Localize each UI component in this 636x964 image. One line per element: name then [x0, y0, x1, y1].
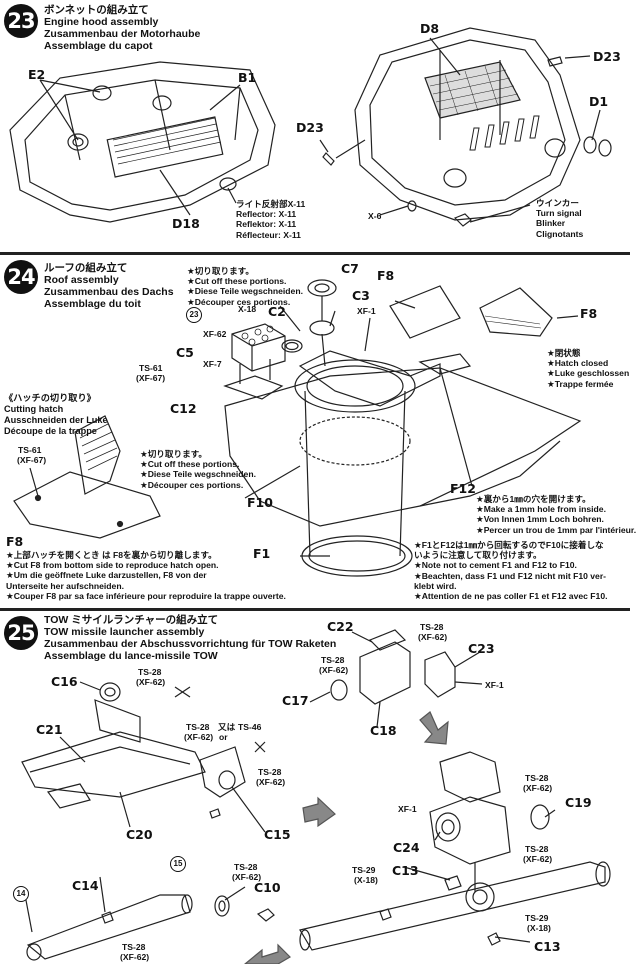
title-de: Zusammenbau der Motorhaube: [44, 28, 201, 40]
part-label-c17: C17: [282, 693, 309, 708]
part-label-xf1: XF-1: [357, 306, 376, 316]
hatch-cut-note: ★切り取ります。 ★Cut off these portions. ★Diese…: [140, 449, 256, 490]
part-label-c21: C21: [36, 722, 63, 737]
section-divider: [0, 252, 630, 255]
or-text-jp: 又は: [218, 722, 236, 732]
part-label-f8-right: F8: [580, 306, 598, 321]
part-label-ts28-i: TS-28: [122, 942, 146, 952]
part-label-x18: X-18: [238, 304, 257, 314]
part-label-b1: B1: [238, 70, 257, 85]
part-label-c16: C16: [51, 674, 78, 689]
part-label-xf62-d: (XF-62): [418, 632, 448, 642]
part-label-xf62-f: (XF-62): [523, 783, 553, 793]
title-en: Engine hood assembly: [44, 16, 159, 28]
part-label-c23: C23: [468, 641, 495, 656]
part-label-e2: E2: [28, 67, 46, 82]
part-label-xf62-g: (XF-62): [523, 854, 553, 864]
part-label-f1: F1: [253, 546, 271, 561]
part-label-f10: F10: [247, 495, 273, 510]
step-number-badge: 23: [4, 4, 38, 38]
section-divider: [0, 608, 630, 611]
part-label-d18: D18: [172, 216, 200, 231]
part-label-x18-b: (X-18): [527, 923, 551, 933]
part-label-d23-left: D23: [296, 120, 324, 135]
step-title: ボンネットの組み立て Engine hood assembly Zusammen…: [44, 4, 200, 52]
part-label-c14: C14: [72, 878, 99, 893]
part-label-ts28-c: TS-28: [258, 767, 282, 777]
part-label-ts28-h: TS-28: [234, 862, 258, 872]
cut-portions-note: ★切り取ります。 ★Cut off these portions. ★Diese…: [187, 266, 303, 307]
part-label-ts28-f: TS-28: [525, 773, 549, 783]
part-label-xf67-hatch: (XF-67): [17, 455, 47, 465]
part-label-xf62-e: (XF-62): [319, 665, 349, 675]
part-label-ts28-e: TS-28: [321, 655, 345, 665]
part-label-xf1-a: XF-1: [485, 680, 504, 690]
part-label-d8: D8: [420, 21, 440, 36]
part-label-ts29-a: TS-29: [352, 865, 376, 875]
hood-underside-drawing: [9, 27, 612, 227]
part-label-ts28-b: TS-28: [186, 722, 210, 732]
part-label-c13-top: C13: [392, 863, 419, 878]
step-title: TOW ミサイルランチャーの組み立て TOW missile launcher …: [44, 614, 337, 662]
part-label-c15: C15: [264, 827, 291, 842]
part-label-ts28-a: TS-28: [138, 667, 162, 677]
f8-cut-note: ★上部ハッチを開くとき は F8を裏から切り離します。 ★Cut F8 from…: [6, 550, 286, 601]
part-label-xf7: XF-7: [203, 359, 222, 369]
part-label-c10: C10: [254, 880, 281, 895]
part-label-c2: C2: [268, 304, 286, 319]
step-23: 23 ボンネットの組み立て Engine hood assembly Zusam…: [0, 0, 630, 250]
part-label-xf62: XF-62: [203, 329, 227, 339]
part-label-xf62-b: (XF-62): [184, 732, 214, 742]
step-number-badge: 25: [4, 616, 38, 650]
part-label-c22: C22: [327, 619, 354, 634]
part-label-ts28-g: TS-28: [525, 844, 549, 854]
reflector-note: ライト反射部X-11 Reflector: X-11 Reflektor: X-…: [236, 199, 306, 240]
step-number-badge: 24: [4, 260, 38, 294]
part-label-c18: C18: [370, 723, 397, 738]
hatch-cut-title: 《ハッチの切り取り》 Cutting hatch Ausschneiden de…: [4, 393, 108, 436]
hatch-closed-note: ★閉状態 ★Hatch closed ★Luke geschlossen ★Tr…: [547, 348, 630, 389]
step-title: ルーフの組み立て Roof assembly Zusammenbau des D…: [44, 262, 174, 310]
f1-f12-note: ★F1とF12は1㎜から回転するのでF10に接着しな いように注意して取り付けま…: [414, 540, 608, 602]
part-label-f8-top: F8: [377, 268, 395, 283]
part-label-x6: X-6: [368, 211, 382, 221]
part-label-ts61: TS-61: [139, 363, 163, 373]
part-label-x18-a: (X-18): [354, 875, 378, 885]
part-label-f12: F12: [450, 481, 476, 496]
title-fr: Assemblage du capot: [44, 40, 153, 52]
part-label-ts29-b: TS-29: [525, 913, 549, 923]
part-label-c7: C7: [341, 261, 359, 276]
step-ref-circle-15: 15: [170, 856, 186, 872]
step-ref-circle-14: 14: [13, 886, 29, 902]
title-jp: ボンネットの組み立て: [44, 4, 149, 16]
part-label-xf62-i: (XF-62): [120, 952, 150, 962]
step-ref-circle-23: 23: [186, 307, 202, 323]
part-label-ts28-d: TS-28: [420, 622, 444, 632]
part-label-xf67: (XF-67): [136, 373, 166, 383]
part-label-ts61-hatch: TS-61: [18, 445, 42, 455]
part-label-c12: C12: [170, 401, 197, 416]
hole-note: ★裏から1㎜の穴を開けます。 ★Make a 1mm hole from ins…: [476, 494, 636, 535]
or-text-en: or: [219, 732, 228, 742]
part-label-f8-hatch: F8: [6, 534, 24, 549]
tow-launcher-drawing: [21, 629, 611, 964]
part-label-xf1-b: XF-1: [398, 804, 417, 814]
turn-signal-note: ウインカー Turn signal Blinker Clignotants: [536, 198, 584, 239]
part-label-c24: C24: [393, 840, 420, 855]
part-label-c20: C20: [126, 827, 153, 842]
part-label-ts46: TS-46: [238, 722, 262, 732]
part-label-d23-right: D23: [593, 49, 621, 64]
part-label-xf62-h: (XF-62): [232, 872, 262, 882]
part-label-c13-bottom: C13: [534, 939, 561, 954]
part-label-xf62-a: (XF-62): [136, 677, 166, 687]
part-label-xf62-c: (XF-62): [256, 777, 286, 787]
step-24: 24 ルーフの組み立て Roof assembly Zusammenbau de…: [0, 256, 636, 606]
part-label-c19: C19: [565, 795, 592, 810]
step-25: 25 TOW ミサイルランチャーの組み立て TOW missile launch…: [0, 612, 630, 964]
roof-assembly-drawing: [13, 279, 582, 577]
part-label-c3: C3: [352, 288, 370, 303]
part-label-c5: C5: [176, 345, 194, 360]
part-label-d1: D1: [589, 94, 609, 109]
